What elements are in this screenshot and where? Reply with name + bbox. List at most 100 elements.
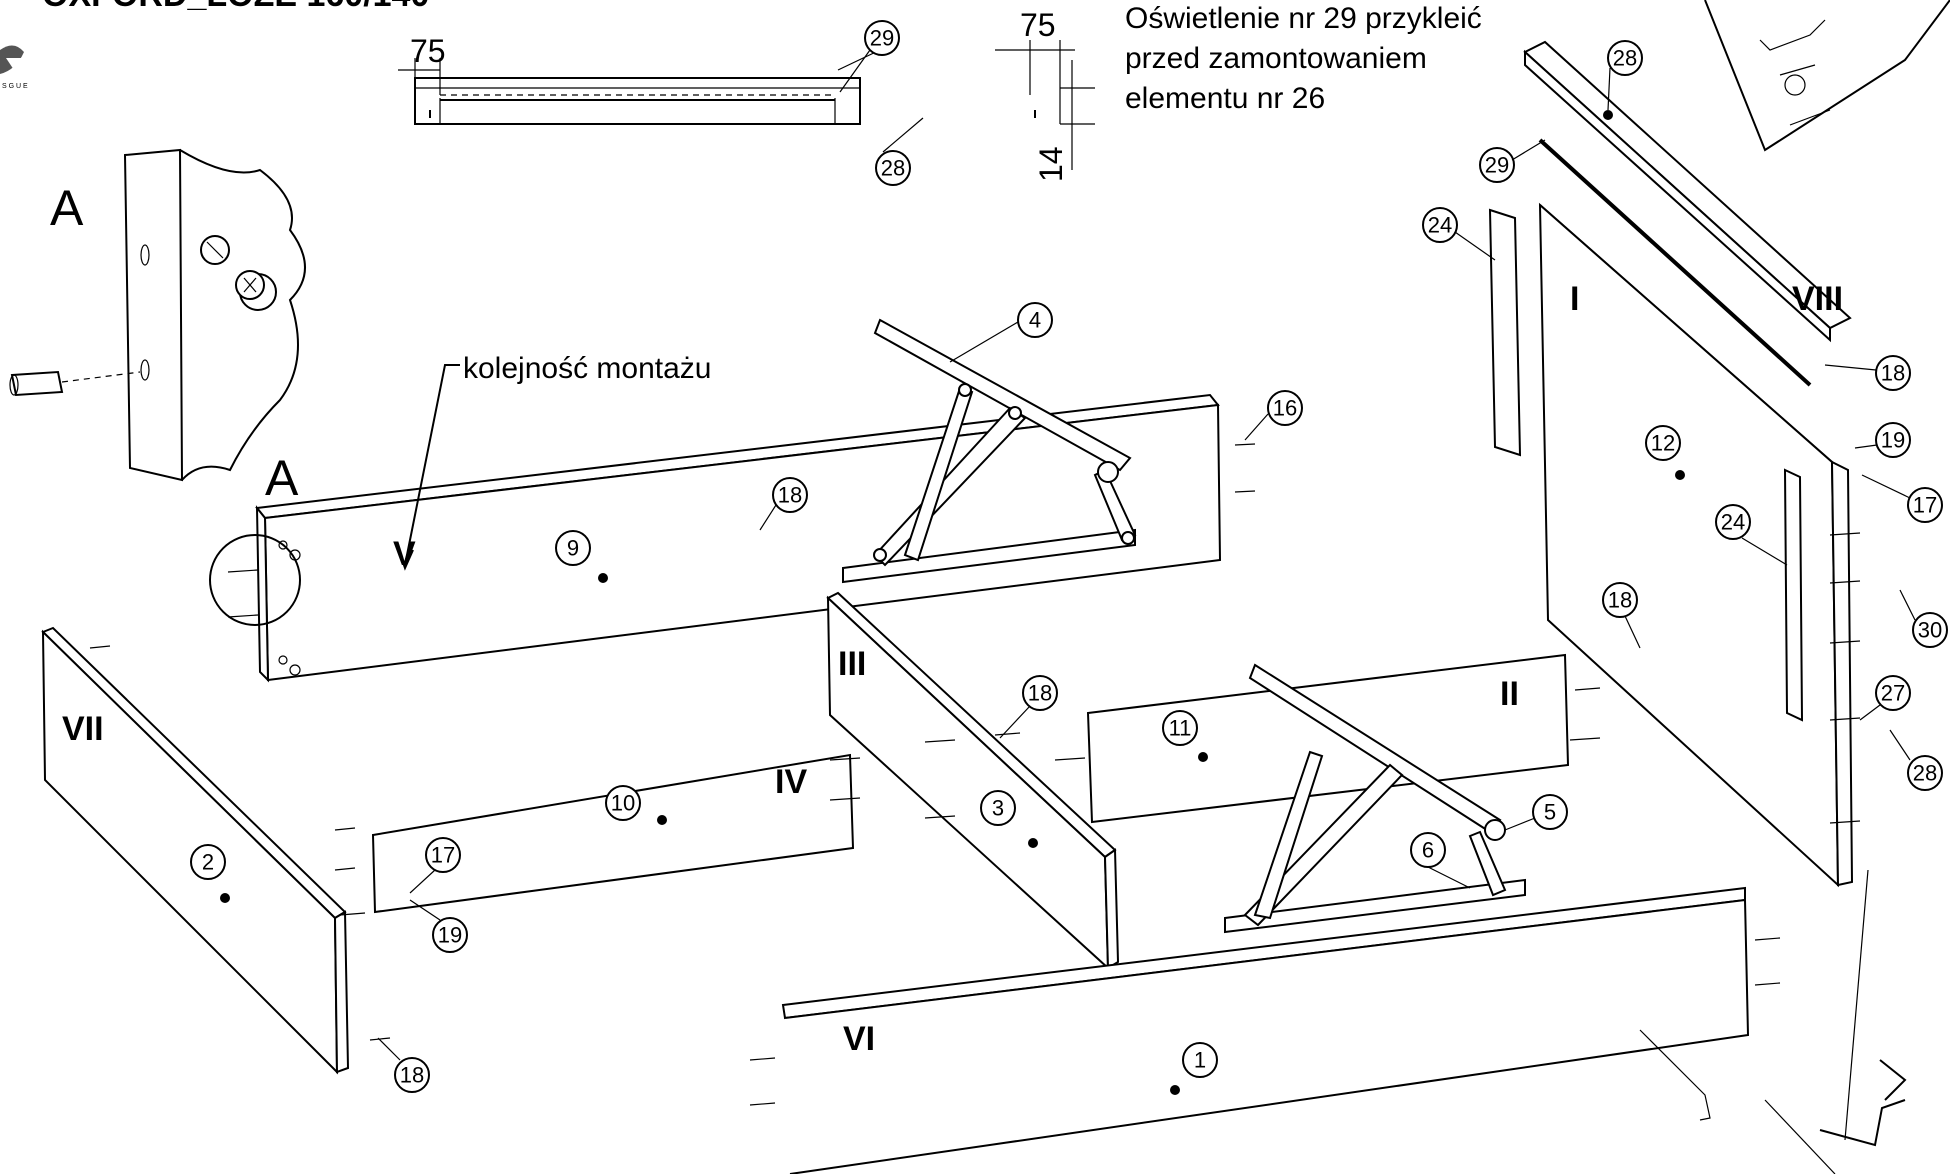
callout-17-iv: 17	[425, 837, 461, 873]
callout-6: 6	[1410, 832, 1446, 868]
callout-18-i-mid: 18	[1602, 582, 1638, 618]
callout-19-iv: 19	[432, 917, 468, 953]
svg-text:24: 24	[1721, 510, 1745, 535]
callout-5: 5	[1532, 794, 1568, 830]
hardware-marks	[89, 532, 1861, 1106]
callout-26-right: 28	[1607, 40, 1643, 76]
callout-30: 30	[1912, 612, 1948, 648]
label-i: I	[1570, 280, 1579, 318]
svg-text:9: 9	[567, 536, 579, 561]
callout-4: 4	[1017, 302, 1053, 338]
svg-text:29: 29	[1485, 153, 1509, 178]
callout-3: 3	[980, 790, 1016, 826]
rail-detail: 75 75 14	[398, 7, 1095, 182]
detail-a: A	[9, 148, 306, 482]
callout-10: 10	[605, 785, 641, 821]
diagram-title: OXFORD_LOZE 160/140	[42, 0, 429, 14]
svg-text:przed zamontowaniem: przed zamontowaniem	[1125, 42, 1427, 75]
svg-text:19: 19	[438, 923, 462, 948]
detail-a-circle	[209, 534, 301, 626]
callout-18-v: 18	[772, 477, 808, 513]
svg-text:18: 18	[400, 1063, 424, 1088]
dim-right: 75	[1020, 7, 1056, 43]
callout-28: 28	[1907, 755, 1943, 791]
callout-17-right: 17	[1907, 487, 1943, 523]
svg-text:28: 28	[1913, 761, 1937, 786]
svg-text:VIII: VIII	[1792, 280, 1843, 318]
svg-text:III: III	[838, 645, 866, 683]
svg-text:28: 28	[881, 156, 905, 181]
svg-text:10: 10	[611, 791, 635, 816]
panel-iii: III	[826, 591, 1120, 971]
panel-v: V A	[209, 393, 1256, 683]
callout-1: 1	[1182, 1042, 1218, 1078]
brand-logo: S G U E	[0, 45, 28, 90]
svg-text:5: 5	[1544, 800, 1556, 825]
svg-text:29: 29	[870, 26, 894, 51]
svg-text:27: 27	[1881, 681, 1905, 706]
callout-18-i-top: 18	[1875, 355, 1911, 391]
callout-24-a: 24	[1422, 207, 1458, 243]
lighting-note: Oświetlenie nr 29 przykleić przed zamont…	[1125, 2, 1482, 115]
callout-12: 12	[1645, 425, 1681, 461]
svg-text:24: 24	[1428, 213, 1452, 238]
detail-a-label: A	[265, 450, 299, 506]
svg-text:28: 28	[1613, 46, 1637, 71]
panel-vii: VII	[41, 626, 350, 1075]
callout-26-top: 28	[875, 150, 911, 186]
leader-lines	[377, 49, 1916, 1061]
lift-mechanism-5	[1224, 663, 1526, 934]
svg-text:S G U E: S G U E	[2, 83, 28, 90]
svg-text:18: 18	[1881, 361, 1905, 386]
svg-text:16: 16	[1273, 396, 1297, 421]
callout-29-top: 29	[864, 20, 900, 56]
panel-i: I	[1538, 202, 1854, 888]
svg-text:IV: IV	[775, 763, 807, 801]
callout-27: 27	[1875, 675, 1911, 711]
callout-24-b: 24	[1715, 504, 1751, 540]
callout-2: 2	[190, 844, 226, 880]
panel-iv: IV	[371, 753, 855, 914]
label-v: V	[393, 535, 416, 573]
assembly-order-note: kolejność montażu	[397, 352, 711, 571]
svg-text:17: 17	[431, 843, 455, 868]
callout-19-right: 19	[1875, 422, 1911, 458]
part-24-left	[1488, 208, 1522, 457]
svg-text:30: 30	[1918, 618, 1942, 643]
corner-detail	[1704, 0, 1950, 152]
dim-height: 14	[1033, 146, 1069, 182]
callout-18-vii: 18	[394, 1057, 430, 1093]
svg-text:19: 19	[1881, 428, 1905, 453]
crank-tool	[1639, 869, 1907, 1174]
svg-text:Oświetlenie nr 29 przykleić: Oświetlenie nr 29 przykleić	[1125, 2, 1482, 35]
callout-9: 9	[555, 530, 591, 566]
callout-29-right: 29	[1479, 147, 1515, 183]
callout-16: 16	[1267, 390, 1303, 426]
svg-text:12: 12	[1651, 431, 1675, 456]
part-24-right	[1783, 468, 1804, 722]
svg-text:1: 1	[1194, 1048, 1206, 1073]
svg-text:18: 18	[1608, 588, 1632, 613]
panel-viii: VIII	[1523, 40, 1852, 387]
panel-ii: II	[1086, 653, 1570, 824]
callout-11: 11	[1162, 710, 1198, 746]
svg-text:18: 18	[1028, 681, 1052, 706]
svg-text:3: 3	[992, 796, 1004, 821]
dim-left: 75	[410, 33, 446, 69]
svg-text:17: 17	[1913, 493, 1937, 518]
svg-text:VI: VI	[843, 1020, 875, 1058]
svg-text:6: 6	[1422, 838, 1434, 863]
svg-text:elementu nr 26: elementu nr 26	[1125, 82, 1325, 115]
svg-text:2: 2	[202, 850, 214, 875]
callout-18-iii: 18	[1022, 675, 1058, 711]
svg-text:18: 18	[778, 483, 802, 508]
lift-mechanism-4	[842, 318, 1137, 584]
svg-text:VII: VII	[62, 710, 104, 748]
svg-text:A: A	[50, 180, 84, 236]
svg-text:4: 4	[1029, 308, 1041, 333]
svg-text:kolejność montażu: kolejność montażu	[463, 352, 711, 385]
svg-text:11: 11	[1169, 716, 1192, 741]
panel-vi: VI	[781, 886, 1750, 1174]
svg-text:II: II	[1500, 675, 1519, 713]
